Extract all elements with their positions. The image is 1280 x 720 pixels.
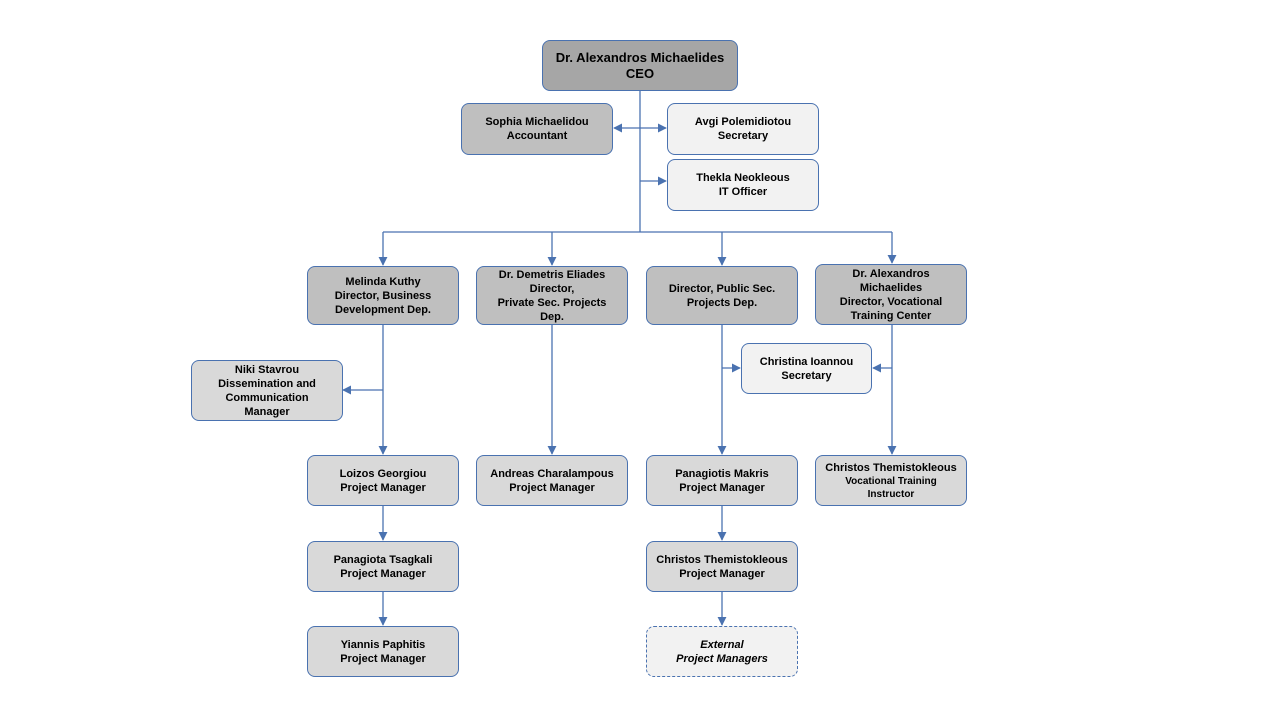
business-manager-3-name: Yiannis Paphitis	[340, 638, 426, 651]
public-manager-box-2: Christos Themistokleous Project Manager	[646, 541, 798, 592]
secretary-name: Avgi Polemidiotou	[694, 116, 792, 128]
dissemination-title-3: Manager	[244, 405, 290, 418]
accountant-name: Sophia Michaelidou	[485, 116, 589, 128]
dissemination-name: Niki Stavrou	[234, 363, 300, 376]
accountant-box: Sophia Michaelidou Accountant	[461, 103, 613, 155]
center-secretary-title: Secretary	[781, 369, 832, 382]
instructor-title-2: Instructor	[867, 488, 915, 500]
business-manager-1-title: Project Manager	[340, 481, 426, 494]
dissemination-manager-box: Niki Stavrou Dissemination and Communica…	[191, 360, 343, 421]
private-manager-box: Andreas Charalampous Project Manager	[476, 455, 628, 506]
public-manager-2-title: Project Manager	[679, 567, 765, 580]
business-director-box: Melinda Kuthy Director, Business Develop…	[307, 266, 459, 325]
accountant-title: Accountant	[506, 130, 568, 142]
dissemination-title-2: Communication	[225, 391, 309, 404]
public-manager-2-name: Christos Themistokleous	[656, 553, 788, 566]
public-director-dept: Projects Dep.	[686, 296, 758, 309]
vocational-director-title: Director, Vocational	[839, 295, 943, 308]
private-director-name: Dr. Demetris Eliades	[498, 268, 606, 281]
external-label: External	[700, 638, 744, 651]
business-director-title: Director, Business	[334, 289, 432, 302]
vocational-director-surname: Michaelides	[859, 281, 923, 294]
private-manager-title: Project Manager	[509, 481, 595, 494]
business-manager-1-name: Loizos Georgiou	[339, 467, 427, 480]
external-title: Project Managers	[676, 652, 768, 665]
it-officer-box: Thekla Neokleous IT Officer	[667, 159, 819, 211]
public-manager-1-title: Project Manager	[679, 481, 765, 494]
center-secretary-name: Christina Ioannou	[759, 355, 854, 368]
business-director-dept: Development Dep.	[335, 303, 431, 316]
instructor-title-1: Vocational Training	[845, 475, 937, 487]
private-manager-name: Andreas Charalampous	[490, 467, 614, 480]
business-director-name: Melinda Kuthy	[345, 275, 421, 288]
private-director-title: Director,	[529, 282, 575, 295]
private-director-dept: Private Sec. Projects	[497, 296, 607, 309]
business-manager-3-title: Project Manager	[340, 652, 426, 665]
public-manager-box-1: Panagiotis Makris Project Manager	[646, 455, 798, 506]
instructor-name: Christos Themistokleous	[825, 461, 957, 474]
instructor-box: Christos Themistokleous Vocational Train…	[815, 455, 967, 506]
ceo-title: CEO	[625, 65, 655, 81]
secretary-title: Secretary	[717, 130, 769, 142]
business-manager-box-3: Yiannis Paphitis Project Manager	[307, 626, 459, 677]
center-secretary-box: Christina Ioannou Secretary	[741, 343, 872, 394]
external-managers-box: External Project Managers	[646, 626, 798, 677]
private-director-dept-suffix: Dep.	[540, 310, 564, 323]
business-manager-2-title: Project Manager	[340, 567, 426, 580]
ceo-box: Dr. Alexandros Michaelides CEO	[542, 40, 738, 91]
it-officer-title: IT Officer	[718, 186, 768, 198]
vocational-director-box: Dr. Alexandros Michaelides Director, Voc…	[815, 264, 967, 325]
it-officer-name: Thekla Neokleous	[696, 172, 790, 184]
public-manager-1-name: Panagiotis Makris	[675, 467, 769, 480]
business-manager-2-name: Panagiota Tsagkali	[333, 553, 433, 566]
business-manager-box-1: Loizos Georgiou Project Manager	[307, 455, 459, 506]
private-director-box: Dr. Demetris Eliades Director, Private S…	[476, 266, 628, 325]
public-director-box: Director, Public Sec. Projects Dep.	[646, 266, 798, 325]
dissemination-title-1: Dissemination and	[218, 377, 316, 390]
vocational-director-name: Dr. Alexandros	[852, 267, 930, 280]
ceo-name: Dr. Alexandros Michaelides	[555, 49, 725, 65]
business-manager-box-2: Panagiota Tsagkali Project Manager	[307, 541, 459, 592]
vocational-director-dept: Training Center	[850, 309, 932, 322]
public-director-title: Director, Public Sec.	[668, 282, 776, 295]
secretary-box: Avgi Polemidiotou Secretary	[667, 103, 819, 155]
